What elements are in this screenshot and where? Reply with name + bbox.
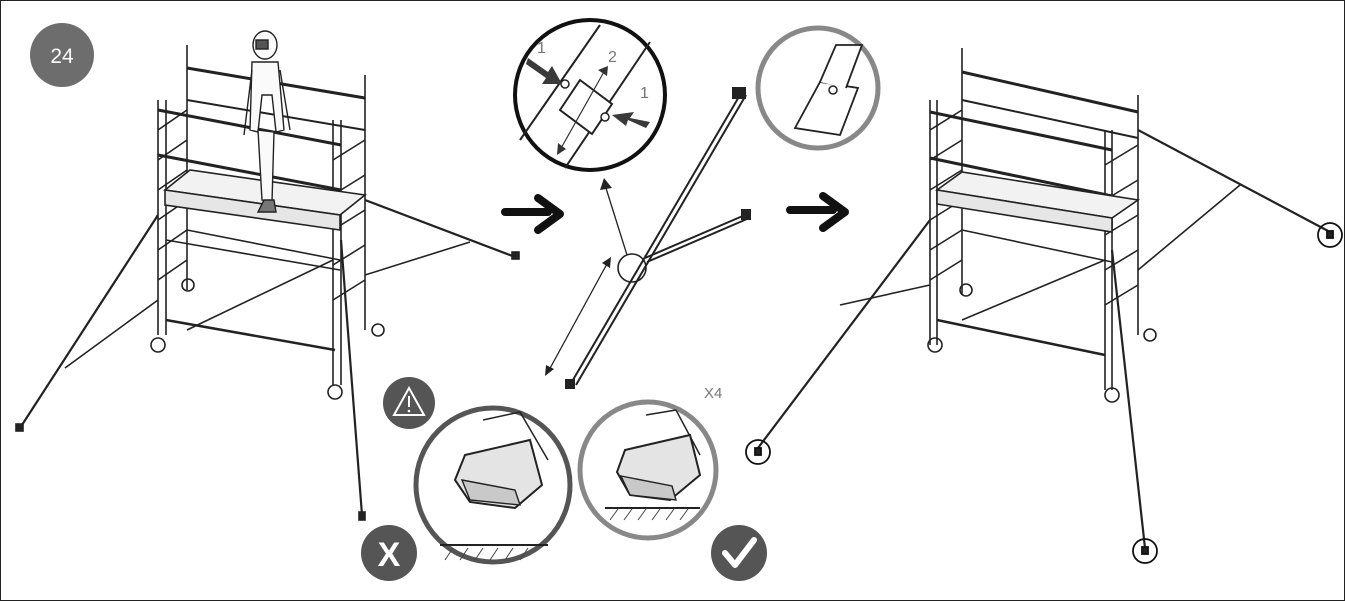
arrow-next-1 xyxy=(501,194,564,234)
foot-contact-markers xyxy=(745,222,1343,564)
step-badge: 24 xyxy=(30,23,94,87)
locked-joint-zoom xyxy=(755,25,881,151)
worker-figure xyxy=(243,30,291,213)
correct-badge xyxy=(711,525,767,581)
lock-label-b: 1 xyxy=(640,85,649,102)
correct-foot-zoom: X4 xyxy=(577,385,722,541)
scaffold-tower-result xyxy=(757,48,1331,549)
quantity-label: X4 xyxy=(704,385,722,402)
checkmark-icon xyxy=(722,537,757,568)
incorrect-badge: X xyxy=(361,525,417,581)
pin-lock-zoom: 1 2 1 xyxy=(513,18,667,172)
lock-label-a: 1 xyxy=(537,40,546,57)
stabiliser-detail xyxy=(545,87,751,389)
step-number: 24 xyxy=(50,45,74,68)
slide-label: 2 xyxy=(608,49,617,66)
incorrect-foot-zoom xyxy=(413,405,573,565)
arrow-next-2 xyxy=(786,192,849,232)
cross-icon: X xyxy=(378,536,401,574)
warning-badge xyxy=(383,377,435,429)
